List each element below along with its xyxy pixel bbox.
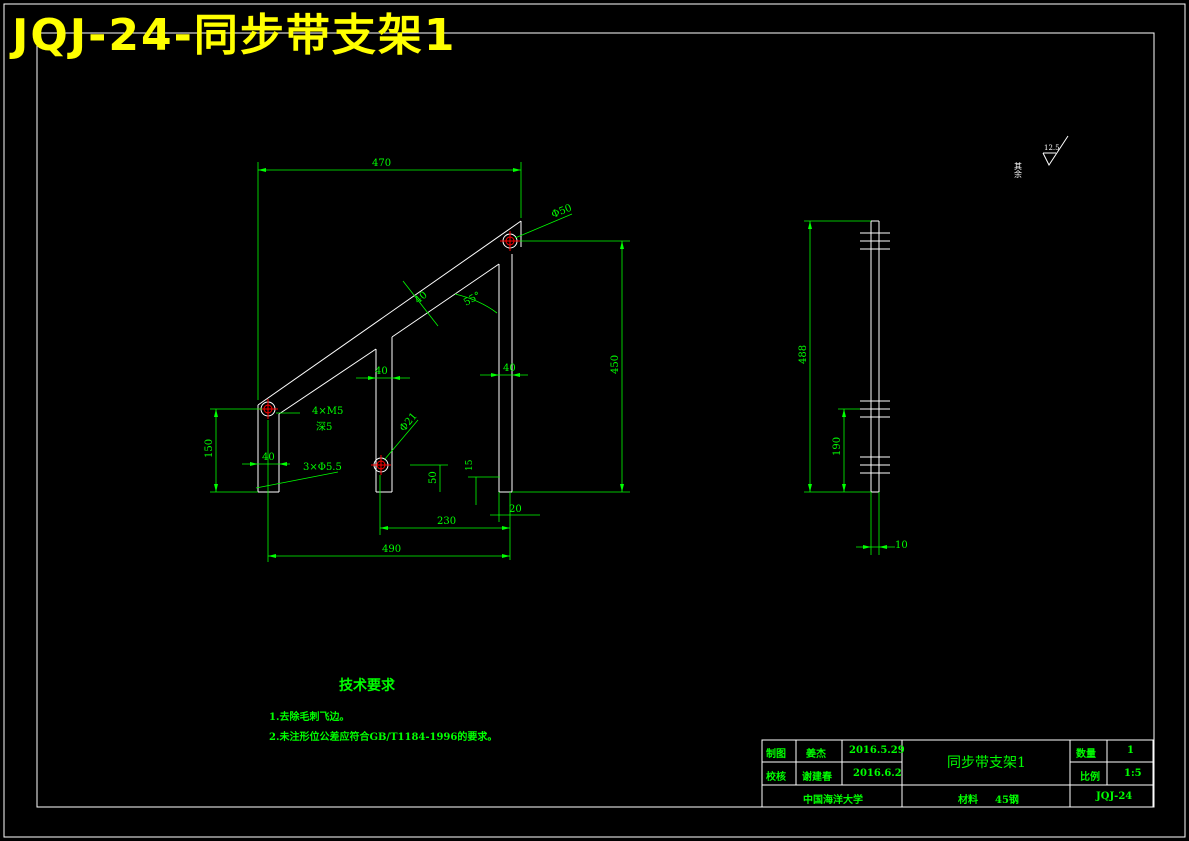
front-view-geometry [257, 220, 522, 493]
dim-hole-depth: 深5 [316, 421, 332, 433]
dim-angle: 55° [462, 290, 483, 308]
part-name: 同步带支架1 [947, 755, 1026, 771]
drawn-label: 制图 [766, 749, 786, 760]
dim-bar-width-diag: 40 [413, 290, 430, 307]
qty-label: 数量 [1076, 749, 1096, 760]
outer-border [3, 3, 1186, 838]
tech-requirement-1: 1.去除毛刺飞边。 [269, 712, 350, 723]
dim-countersink: 3×Φ5.5 [303, 462, 342, 473]
side-view-dimension-lines [804, 220, 895, 555]
inner-border [36, 32, 1155, 808]
surface-roughness-symbol: 其余 12.5 [1014, 135, 1069, 179]
checked-date: 2016.6.2 [853, 768, 902, 779]
dim-right-leg-width: 40 [503, 363, 516, 374]
drawn-date: 2016.5.29 [849, 745, 905, 756]
dim-side-lower-height: 190 [832, 437, 843, 456]
drawing-number: JQJ-24 [1096, 791, 1133, 802]
qty-value: 1 [1127, 745, 1134, 756]
side-view-dimension-texts: 488 190 10 [798, 345, 908, 551]
surface-note: 其余 [1014, 162, 1023, 179]
dim-hole-callout: 4×M5 [312, 406, 343, 417]
front-view-arrowheads [214, 168, 624, 558]
material-label: 材料 [958, 795, 978, 806]
dim-left-leg-width: 40 [262, 452, 275, 463]
drawing-title: JQJ-24-同步带支架1 [12, 10, 457, 61]
title-block-grid [761, 739, 1154, 808]
dim-overall-width-bottom: 490 [382, 544, 401, 555]
dim-center-hole-height: 50 [428, 471, 439, 484]
dim-span-230: 230 [437, 516, 456, 527]
dim-left-height: 150 [204, 439, 215, 458]
front-view-dimension-lines [210, 162, 630, 562]
drawn-name: 姜杰 [806, 749, 826, 760]
side-view-geometry [860, 220, 890, 493]
dim-side-thickness: 10 [895, 540, 908, 551]
roughness-value: 12.5 [1044, 144, 1060, 152]
dim-right-offset: 20 [509, 504, 522, 515]
tech-requirements-title: 技术要求 [339, 678, 395, 694]
scale-value: 1:5 [1124, 768, 1142, 779]
checked-label: 校核 [766, 772, 786, 783]
hole-marks [258, 231, 520, 475]
front-view-dimension-texts: 470 Φ50 40 55° 40 40 450 4×M5 深5 150 40 … [204, 158, 621, 555]
scale-label: 比例 [1080, 772, 1100, 783]
dim-overall-height: 450 [610, 355, 621, 374]
dim-side-height: 488 [798, 345, 809, 364]
side-view-arrowheads [808, 221, 887, 549]
dim-inner-leg-width: 40 [375, 366, 388, 377]
tech-requirement-2: 2.未注形位公差应符合GB/T1184-1996的要求。 [269, 732, 498, 743]
dim-overall-width-top: 470 [372, 158, 391, 169]
checked-name: 谢建春 [802, 772, 832, 783]
material-value: 45钢 [995, 795, 1019, 806]
school-name: 中国海洋大学 [803, 795, 863, 806]
dim-small-offset: 15 [465, 459, 475, 471]
